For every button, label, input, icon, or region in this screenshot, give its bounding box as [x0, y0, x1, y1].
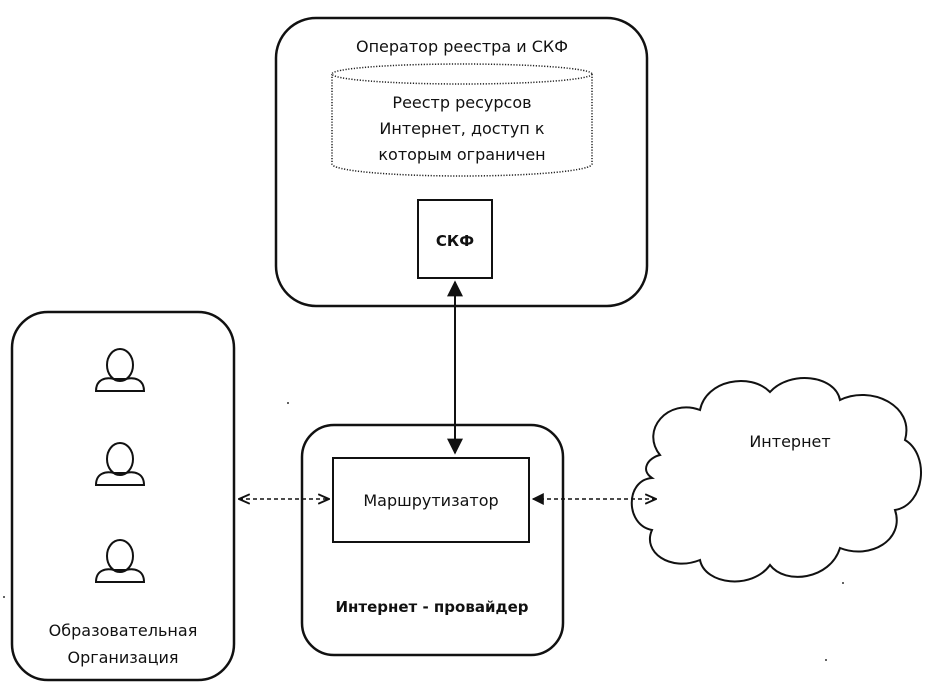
internet-cloud: Интернет — [630, 377, 922, 583]
skf-label: СКФ — [436, 232, 474, 250]
organization-label-line-2: Организация — [67, 648, 178, 667]
provider-group: Маршрутизатор Интернет - провайдер — [300, 423, 565, 657]
registry-line-2: Интернет, доступ к — [379, 119, 545, 138]
operator-group: Оператор реестра и СКФ Реестр ресурсов И… — [274, 16, 649, 308]
organization-label-line-1: Образовательная — [49, 621, 198, 640]
user-icon — [94, 539, 146, 583]
operator-title: Оператор реестра и СКФ — [356, 37, 568, 56]
organization-box — [10, 310, 236, 682]
registry-line-1: Реестр ресурсов — [392, 93, 531, 112]
scan-dot — [825, 659, 827, 661]
scan-dot — [287, 402, 289, 404]
registry-database: Реестр ресурсов Интернет, доступ к котор… — [331, 63, 593, 177]
scan-dot — [842, 582, 844, 584]
router-box — [332, 457, 530, 543]
registry-line-3: которым ограничен — [378, 145, 545, 164]
provider-box — [300, 423, 565, 657]
provider-label: Интернет - провайдер — [336, 598, 529, 616]
router-label: Маршрутизатор — [363, 491, 498, 510]
organization-group: Образовательная Организация — [10, 310, 236, 682]
user-icon — [94, 442, 146, 486]
internet-label: Интернет — [749, 432, 830, 451]
skf-box — [417, 199, 493, 279]
user-icon — [94, 348, 146, 392]
scan-dot — [3, 596, 5, 598]
